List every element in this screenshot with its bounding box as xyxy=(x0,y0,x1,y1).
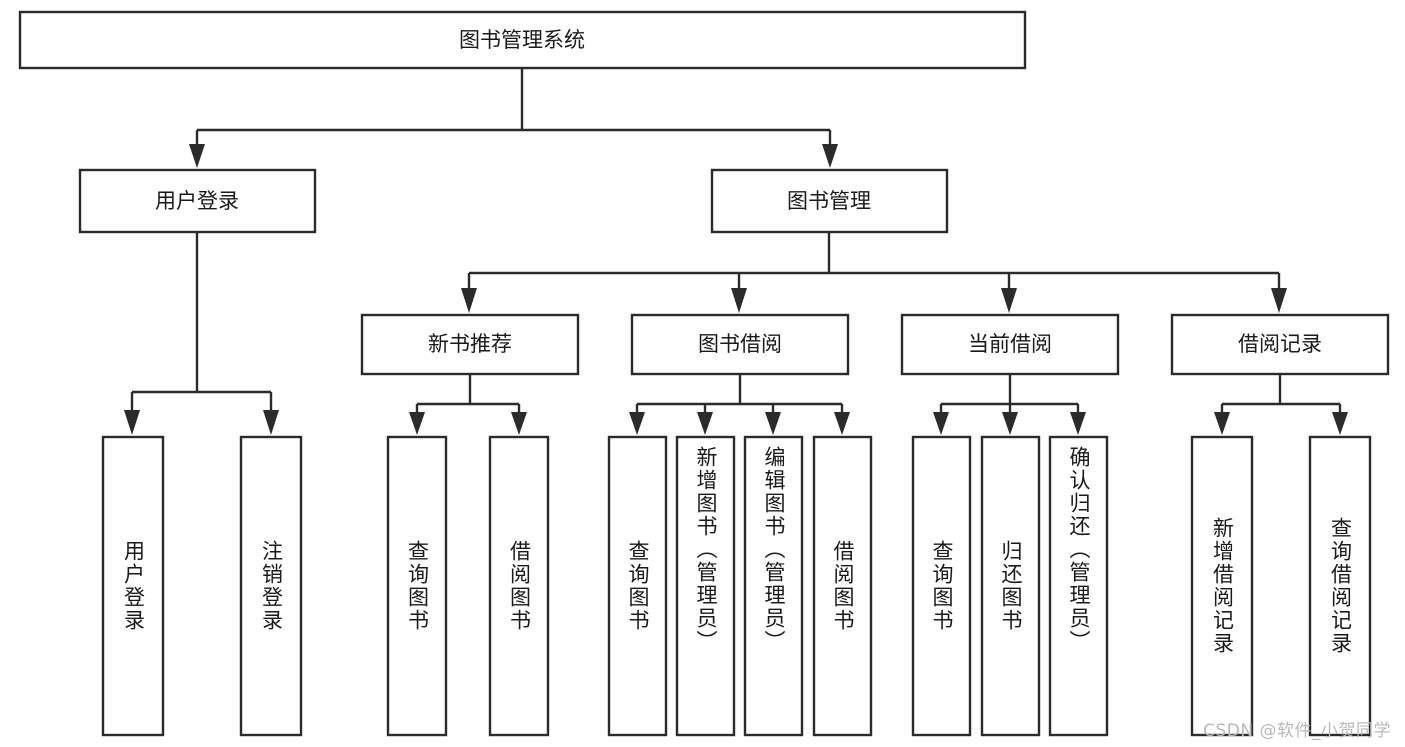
node-root[interactable]: 图书管理系统 xyxy=(18,10,1027,70)
leaf-query-book-1-box[interactable] xyxy=(386,435,448,737)
node-root-box[interactable] xyxy=(18,10,1027,70)
leaf-user-login-box[interactable] xyxy=(101,435,165,737)
leaf-add-book-box[interactable] xyxy=(675,435,736,737)
arrow-to-leaf-borrow-book-1 xyxy=(511,412,527,435)
arrow-to-current-borrow xyxy=(1001,288,1017,313)
arrow-to-leaf-confirm-return xyxy=(1070,412,1086,435)
connector-book-borrow-to-leaves xyxy=(629,374,850,435)
arrow-to-new-book-recommend xyxy=(461,288,477,313)
node-current-borrow-label: 当前借阅 xyxy=(968,332,1052,356)
arrow-to-leaf-user-login xyxy=(124,410,140,435)
arrow-to-leaf-return-book xyxy=(1002,412,1018,435)
leaf-edit-book-box[interactable] xyxy=(743,435,804,737)
arrow-to-leaf-query-book-2 xyxy=(629,412,645,435)
leaf-query-record-box[interactable] xyxy=(1308,435,1372,737)
leaf-query-book-3-box[interactable] xyxy=(911,435,972,737)
node-root-label: 图书管理系统 xyxy=(459,28,585,52)
arrow-to-leaf-query-book-3 xyxy=(933,412,949,435)
node-borrow-record-label: 借阅记录 xyxy=(1238,332,1322,356)
node-book-management-label: 图书管理 xyxy=(787,189,871,213)
node-borrow-record[interactable]: 借阅记录 xyxy=(1170,313,1390,376)
csdn-watermark: CSDN @软件_小贺同学 xyxy=(1203,721,1391,741)
node-user-login-label: 用户登录 xyxy=(155,189,239,213)
arrow-to-book-management xyxy=(822,144,838,168)
connector-book-management-to-level3 xyxy=(461,232,1287,313)
arrow-to-borrow-record xyxy=(1271,288,1287,313)
arrow-to-leaf-edit-book xyxy=(765,412,781,435)
node-book-borrow[interactable]: 图书借阅 xyxy=(630,313,850,376)
node-book-borrow-label: 图书借阅 xyxy=(698,332,782,356)
connector-root-to-level2 xyxy=(189,68,838,168)
arrow-to-user-login xyxy=(189,144,205,168)
leaf-user-logout-box[interactable] xyxy=(239,435,303,737)
node-current-borrow[interactable]: 当前借阅 xyxy=(900,313,1120,376)
arrow-to-leaf-add-book xyxy=(697,412,713,435)
connector-borrow-record-to-leaves xyxy=(1214,374,1348,435)
leaf-borrow-book-2-box[interactable] xyxy=(812,435,873,737)
node-new-book-recommend-box[interactable] xyxy=(360,313,580,376)
arrow-to-leaf-user-logout xyxy=(263,410,279,435)
node-user-login[interactable]: 用户登录 xyxy=(78,168,317,234)
connector-new-book-recommend-to-leaves xyxy=(409,374,527,435)
connector-current-borrow-to-leaves xyxy=(933,374,1086,435)
connector-user-login-to-leaves xyxy=(124,232,279,435)
leaf-borrow-book-1-box[interactable] xyxy=(488,435,550,737)
leaf-confirm-return-box[interactable] xyxy=(1048,435,1109,737)
leaf-add-record-box[interactable] xyxy=(1190,435,1254,737)
node-user-login-box[interactable] xyxy=(78,168,317,234)
node-new-book-recommend-label: 新书推荐 xyxy=(428,332,512,356)
leaf-query-book-2-box[interactable] xyxy=(607,435,668,737)
arrow-to-leaf-borrow-book-2 xyxy=(834,412,850,435)
node-current-borrow-box[interactable] xyxy=(900,313,1120,376)
arrow-to-leaf-query-record xyxy=(1332,412,1348,435)
leaf-return-book-box[interactable] xyxy=(980,435,1041,737)
arrow-to-book-borrow xyxy=(731,288,747,313)
arrow-to-leaf-query-book-1 xyxy=(409,412,425,435)
node-book-management[interactable]: 图书管理 xyxy=(710,168,949,234)
node-new-book-recommend[interactable]: 新书推荐 xyxy=(360,313,580,376)
arrow-to-leaf-add-record xyxy=(1214,412,1230,435)
